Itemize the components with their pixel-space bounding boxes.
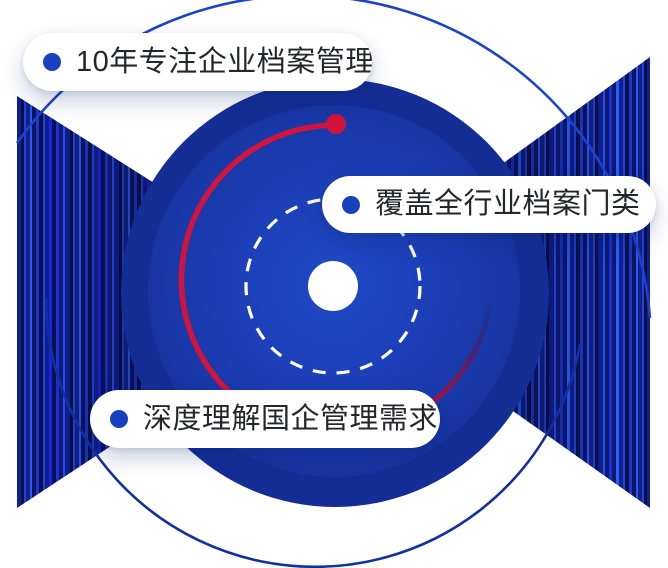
red-orbit-dot-icon <box>326 114 346 134</box>
feature-badge-2: 覆盖全行业档案门类 <box>322 176 656 233</box>
feature-badge-label: 深度理解国企管理需求 <box>143 402 439 435</box>
center-dot-icon <box>308 261 358 311</box>
feature-badge-1: 10年专注企业档案管理 <box>23 33 372 91</box>
bullet-dot-icon <box>110 410 128 428</box>
feature-badge-label: 覆盖全行业档案门类 <box>375 188 641 220</box>
outer-orbit-outline-bottom <box>44 297 582 568</box>
feature-badge-3: 深度理解国企管理需求 <box>90 390 440 448</box>
feature-badge-label: 10年专注企业档案管理 <box>76 45 372 78</box>
bullet-dot-icon <box>342 195 360 214</box>
bullet-dot-icon <box>43 53 61 71</box>
